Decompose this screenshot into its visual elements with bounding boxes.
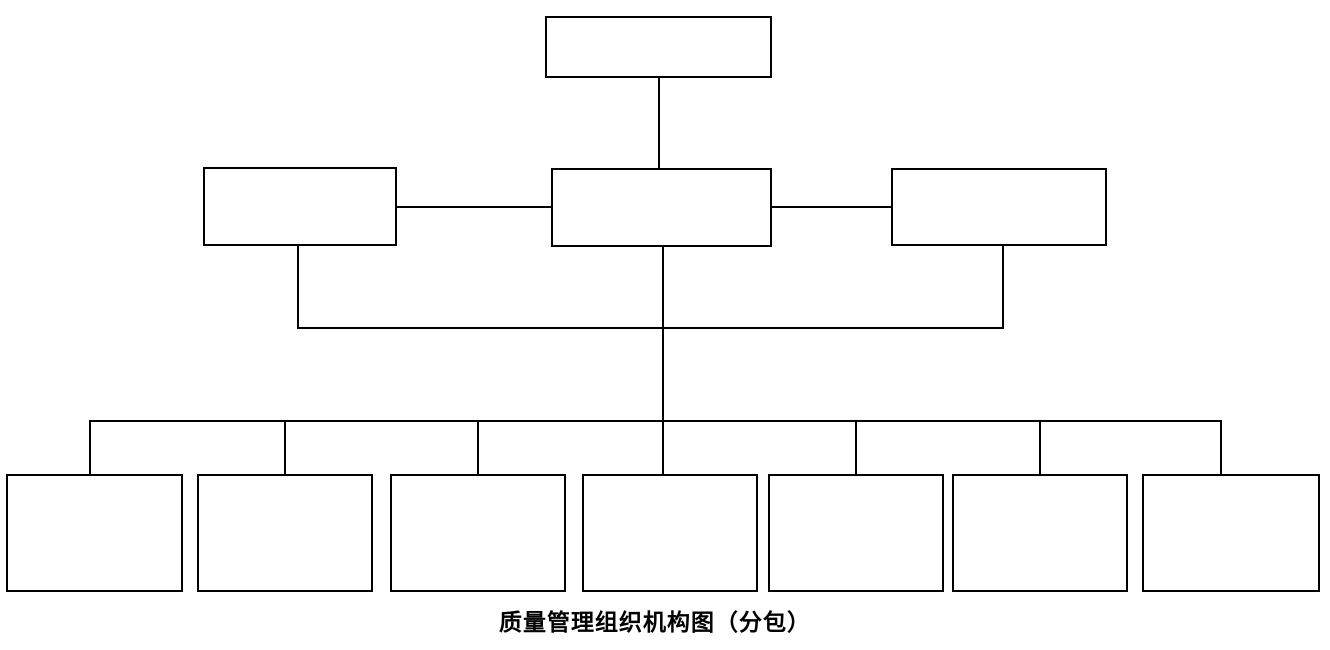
bottom-box-1: [6, 474, 183, 592]
line-right-drop: [1002, 245, 1004, 329]
bottom-box-6: [952, 474, 1128, 592]
level2-center-box: [551, 168, 772, 247]
line-stub-bottom-box-5: [855, 420, 857, 474]
line-center-to-right: [771, 206, 892, 208]
line-bottom-bus: [89, 420, 1222, 422]
line-stub-bottom-box-3: [477, 420, 479, 474]
line-left-drop: [297, 245, 299, 329]
bottom-box-2: [197, 474, 373, 592]
line-top-to-center: [658, 78, 660, 169]
line-stub-bottom-box-7: [1220, 420, 1222, 474]
diagram-caption: 质量管理组织机构图（分包）: [499, 609, 811, 636]
bottom-box-5: [768, 474, 944, 592]
line-center-drop: [662, 246, 664, 422]
line-stub-bottom-box-1: [89, 420, 91, 474]
line-stub-bottom-box-6: [1039, 420, 1041, 474]
line-stub-bottom-box-4: [662, 420, 664, 474]
line-left-to-center: [396, 206, 552, 208]
line-sibling-bus: [297, 327, 1004, 329]
bottom-box-4: [582, 474, 758, 592]
bottom-box-3: [390, 474, 566, 592]
line-stub-bottom-box-2: [284, 420, 286, 474]
level2-left-box: [203, 167, 397, 246]
top-box: [545, 16, 772, 78]
level2-right-box: [891, 168, 1107, 246]
bottom-box-7: [1142, 474, 1320, 592]
